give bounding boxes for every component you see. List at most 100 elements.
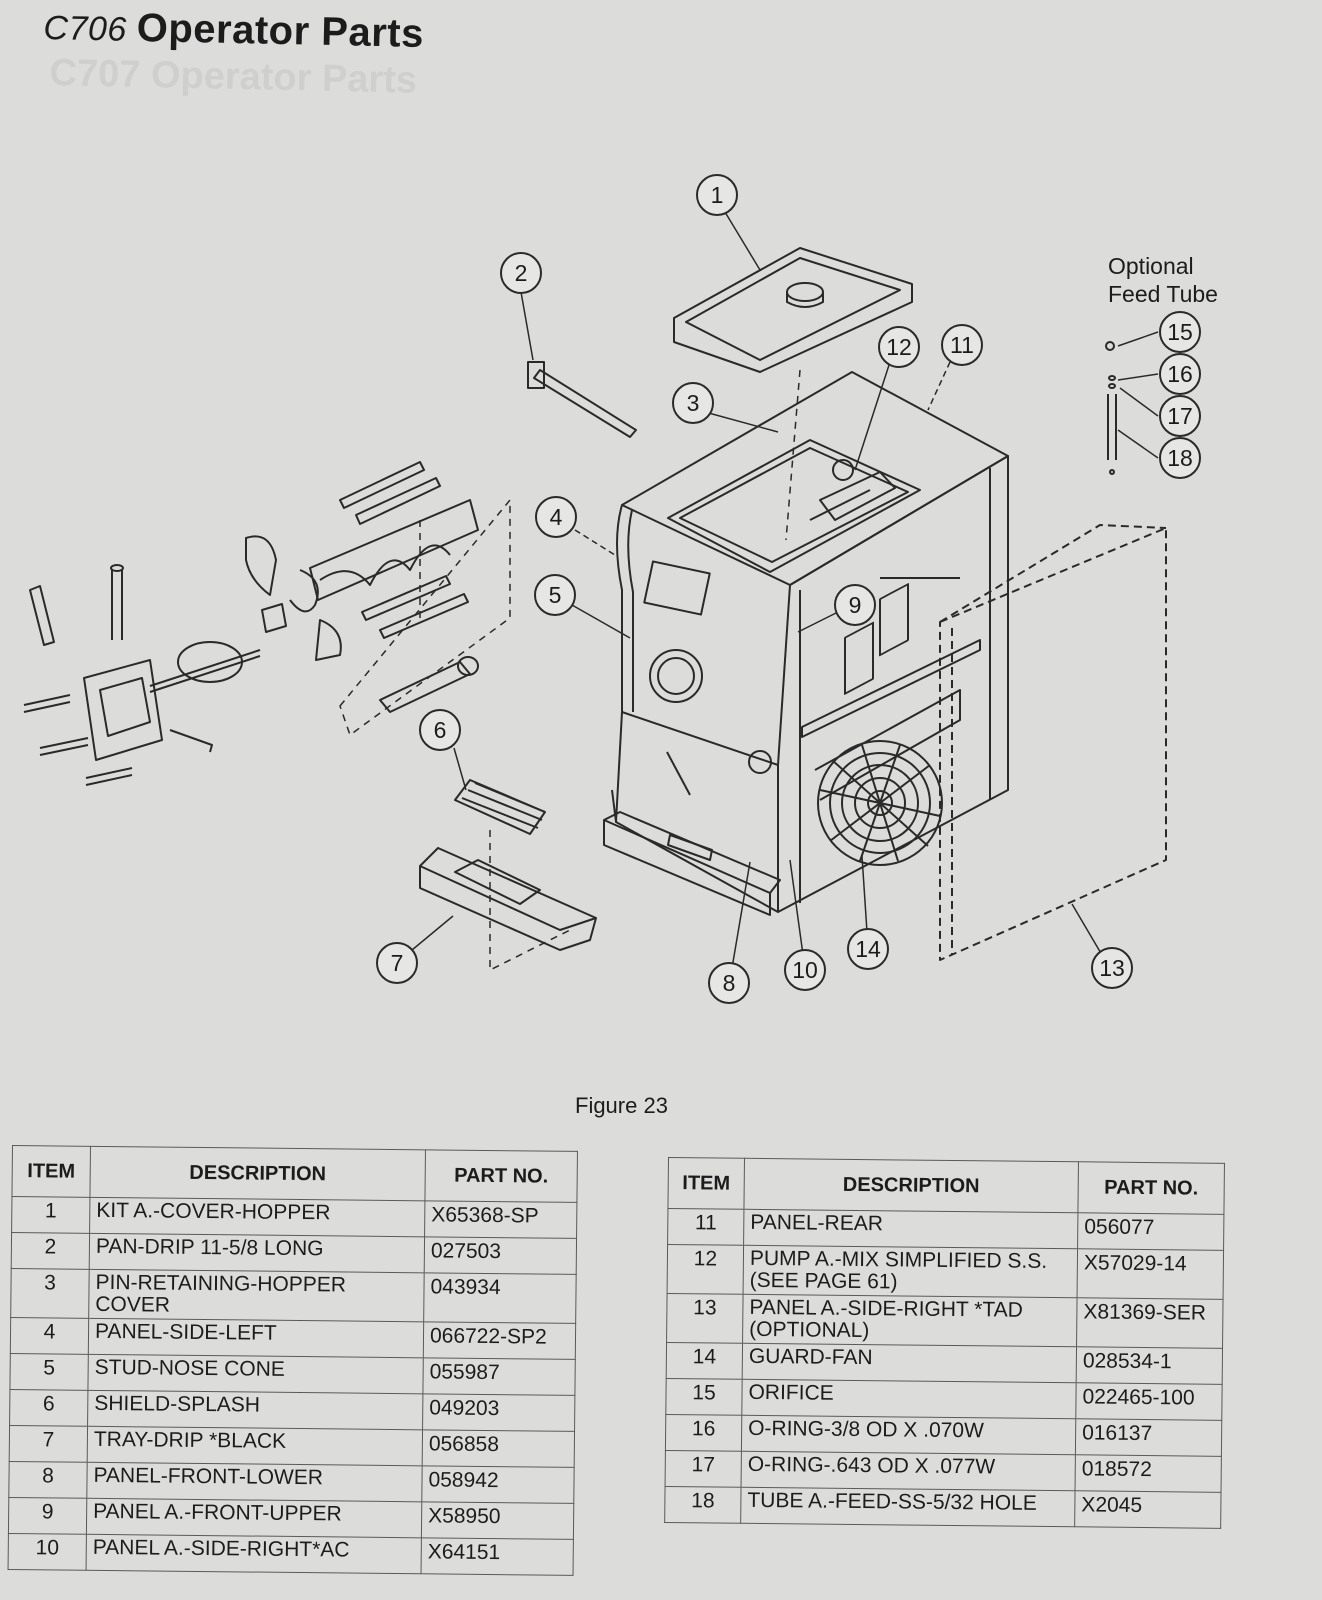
callouts: 1 2 3 4 5 6 7 8 9 10 11 12 13 14 15 16 1…	[376, 174, 1201, 1004]
item-cell: 8	[8, 1461, 88, 1499]
item-cell: 10	[8, 1533, 87, 1571]
item-cell: 13	[666, 1293, 744, 1344]
description-cell: PANEL-FRONT-LOWER	[86, 1462, 423, 1502]
callout-1: 1	[696, 174, 738, 216]
callout-10: 10	[784, 949, 826, 991]
part-no-cell: 028534-1	[1076, 1346, 1223, 1385]
part-no-cell: 056858	[422, 1429, 575, 1468]
beater-assembly-drawing	[245, 461, 479, 713]
callout-10-text: 10	[792, 957, 818, 983]
leader-lines	[411, 211, 1159, 969]
callout-16-text: 16	[1167, 361, 1193, 387]
freezer-door-drawing	[23, 564, 261, 786]
table-header-row: ITEM DESCRIPTION PART NO.	[11, 1145, 578, 1203]
callout-2: 2	[500, 252, 542, 294]
description-cell: TUBE A.-FEED-SS-5/32 HOLE	[740, 1487, 1076, 1527]
callout-7: 7	[376, 942, 418, 984]
part-no-cell: X58950	[421, 1501, 574, 1540]
description-cell: TRAY-DRIP *BLACK	[87, 1426, 423, 1466]
figure-caption: Figure 23	[575, 1093, 668, 1118]
description-cell: PANEL A.-FRONT-UPPER	[86, 1498, 422, 1538]
item-cell: 14	[666, 1342, 743, 1380]
description-cell: PANEL-SIDE-LEFT	[88, 1318, 424, 1358]
header-description: DESCRIPTION	[743, 1158, 1079, 1213]
part-no-cell: 043934	[423, 1272, 577, 1324]
drip-pan-drawing	[527, 361, 637, 438]
item-cell: 16	[665, 1414, 742, 1452]
callout-6: 6	[419, 709, 461, 751]
part-no-cell: 066722-SP2	[423, 1321, 576, 1360]
callout-8: 8	[708, 962, 750, 1004]
callout-12-text: 12	[886, 334, 912, 360]
callout-3: 3	[672, 382, 714, 424]
part-no-cell: X64151	[421, 1537, 574, 1576]
item-cell: 17	[665, 1450, 742, 1488]
exploded-parts-diagram: 1 2 3 4 5 6 7 8 9 10 11 12 13 14 15 16 1…	[23, 174, 1218, 1004]
feed-tube-drawing	[1105, 341, 1117, 475]
callout-11: 11	[941, 324, 983, 366]
description-cell: ORIFICE	[741, 1379, 1077, 1419]
description-cell: PANEL A.-SIDE-RIGHT *TAD (OPTIONAL)	[742, 1294, 1078, 1347]
description-cell: PIN-RETAINING-HOPPER COVER	[88, 1269, 425, 1322]
callout-5-text: 5	[549, 582, 562, 608]
item-cell: 1	[11, 1196, 90, 1234]
callout-5: 5	[534, 574, 576, 616]
part-no-cell: X81369-SER	[1076, 1297, 1224, 1349]
part-no-cell: 049203	[422, 1393, 575, 1432]
header-item: ITEM	[11, 1145, 91, 1198]
part-no-cell: 055987	[422, 1357, 576, 1396]
description-cell: PANEL-REAR	[743, 1209, 1078, 1249]
item-cell: 4	[10, 1317, 89, 1355]
optional-note-line-2: Feed Tube	[1108, 281, 1218, 307]
callout-1-text: 1	[711, 182, 724, 208]
part-no-cell: X2045	[1074, 1490, 1222, 1529]
callout-11-text: 11	[950, 332, 974, 358]
part-no-cell: 027503	[424, 1236, 577, 1275]
callout-17-text: 17	[1167, 403, 1193, 429]
cabinet-drawing	[603, 371, 1009, 916]
part-no-cell: 018572	[1075, 1454, 1222, 1493]
item-cell: 9	[8, 1497, 87, 1535]
part-no-cell: 016137	[1075, 1418, 1222, 1457]
callout-9: 9	[834, 584, 876, 626]
callout-15-text: 15	[1167, 319, 1193, 345]
table-header-row: ITEM DESCRIPTION PART NO.	[667, 1157, 1225, 1215]
item-cell: 5	[9, 1353, 89, 1391]
callout-12: 12	[878, 326, 920, 368]
item-cell: 12	[667, 1244, 744, 1295]
description-cell: KIT A.-COVER-HOPPER	[89, 1197, 425, 1237]
header-part-no: PART NO.	[424, 1149, 578, 1203]
callout-14-text: 14	[855, 936, 881, 962]
description-cell: PANEL A.-SIDE-RIGHT*AC	[86, 1534, 422, 1574]
item-cell: 11	[667, 1208, 744, 1246]
callout-6-text: 6	[434, 717, 447, 743]
guide-lines	[339, 369, 801, 971]
description-cell: O-RING-.643 OD X .077W	[741, 1451, 1076, 1491]
callout-18: 18	[1159, 437, 1201, 479]
callout-13-text: 13	[1099, 955, 1125, 981]
item-cell: 3	[10, 1268, 90, 1319]
description-cell: GUARD-FAN	[742, 1343, 1077, 1383]
callout-17: 17	[1159, 395, 1201, 437]
description-cell: O-RING-3/8 OD X .070W	[741, 1415, 1076, 1455]
part-no-cell: 022465-100	[1075, 1382, 1223, 1421]
callout-14: 14	[847, 928, 889, 970]
optional-note-line-1: Optional	[1108, 253, 1194, 279]
callout-4: 4	[535, 496, 577, 538]
